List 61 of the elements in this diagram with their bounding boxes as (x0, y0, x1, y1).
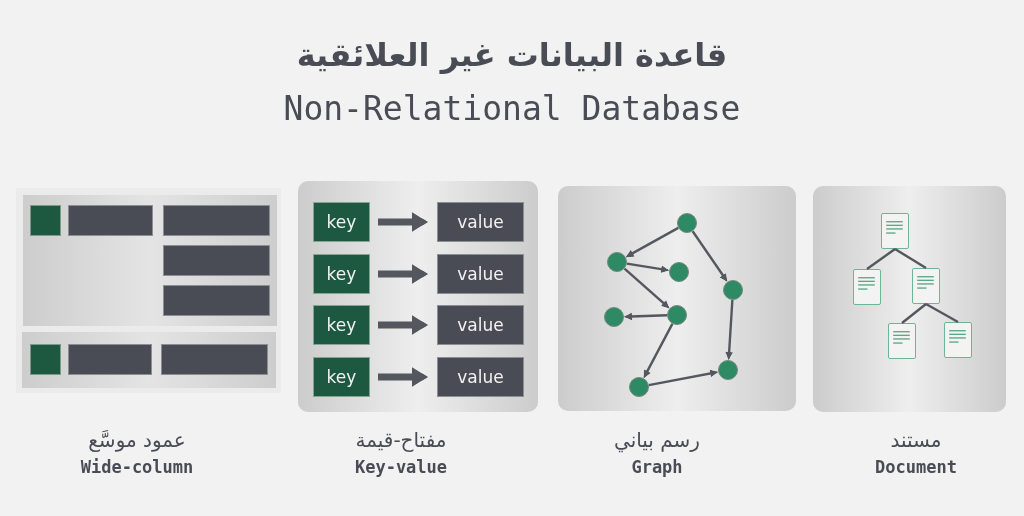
key-box: key (313, 202, 370, 242)
column-block (161, 344, 268, 375)
graph-node (607, 252, 627, 272)
category-caption: Document (875, 456, 957, 479)
connector-line (901, 303, 927, 324)
category-caption: Graph (631, 456, 683, 479)
document-icon (944, 322, 972, 358)
category-caption: مفتاح-قيمة (355, 427, 447, 453)
row-band (22, 332, 276, 388)
document-icon (888, 323, 916, 359)
illustration-panel (16, 188, 281, 393)
connector-line (866, 248, 896, 270)
column-block (163, 205, 270, 236)
graph-node (677, 213, 697, 233)
graph-node (723, 280, 743, 300)
connector-line (925, 302, 959, 324)
connector-line (894, 247, 927, 270)
arrow (623, 267, 670, 309)
subtitle: Non-Relational Database (283, 88, 741, 130)
arrow (725, 299, 734, 360)
row-band (23, 195, 277, 326)
arrow (378, 212, 428, 232)
category-caption: مستند (890, 427, 942, 453)
column-block (163, 285, 270, 316)
graph-node (669, 262, 689, 282)
arrow (648, 369, 719, 387)
title: قاعدة البيانات غير العلائقية (296, 35, 728, 76)
key-box: key (313, 357, 370, 397)
category-caption: Key-value (354, 456, 448, 479)
illustration-panel (813, 186, 1006, 412)
category-caption: Wide-column (80, 456, 194, 479)
arrow (378, 264, 428, 284)
value-box: value (437, 254, 524, 294)
graph-node (604, 307, 624, 327)
category-caption: رسم بياني (614, 427, 700, 453)
key-box: key (313, 305, 370, 345)
arrow (625, 226, 679, 258)
graph-node (629, 377, 649, 397)
arrow (624, 312, 668, 321)
value-box: value (437, 357, 524, 397)
illustration-panel (298, 181, 538, 412)
category-caption: عمود موسَّع (88, 427, 186, 453)
arrow (691, 230, 728, 282)
column-block (163, 245, 270, 276)
document-icon (881, 213, 909, 249)
value-box: value (437, 202, 524, 242)
document-icon (853, 269, 881, 305)
value-box: value (437, 305, 524, 345)
document-icon (912, 268, 940, 304)
graph-node (667, 305, 687, 325)
graph-node (718, 360, 738, 380)
row-key-block (30, 205, 61, 236)
illustration-panel (558, 186, 796, 411)
arrow (378, 367, 428, 387)
row-key-block (30, 344, 61, 375)
arrow (643, 323, 674, 379)
arrow (626, 262, 670, 274)
arrow (378, 315, 428, 335)
column-block (68, 344, 152, 375)
key-box: key (313, 254, 370, 294)
column-block (68, 205, 153, 236)
